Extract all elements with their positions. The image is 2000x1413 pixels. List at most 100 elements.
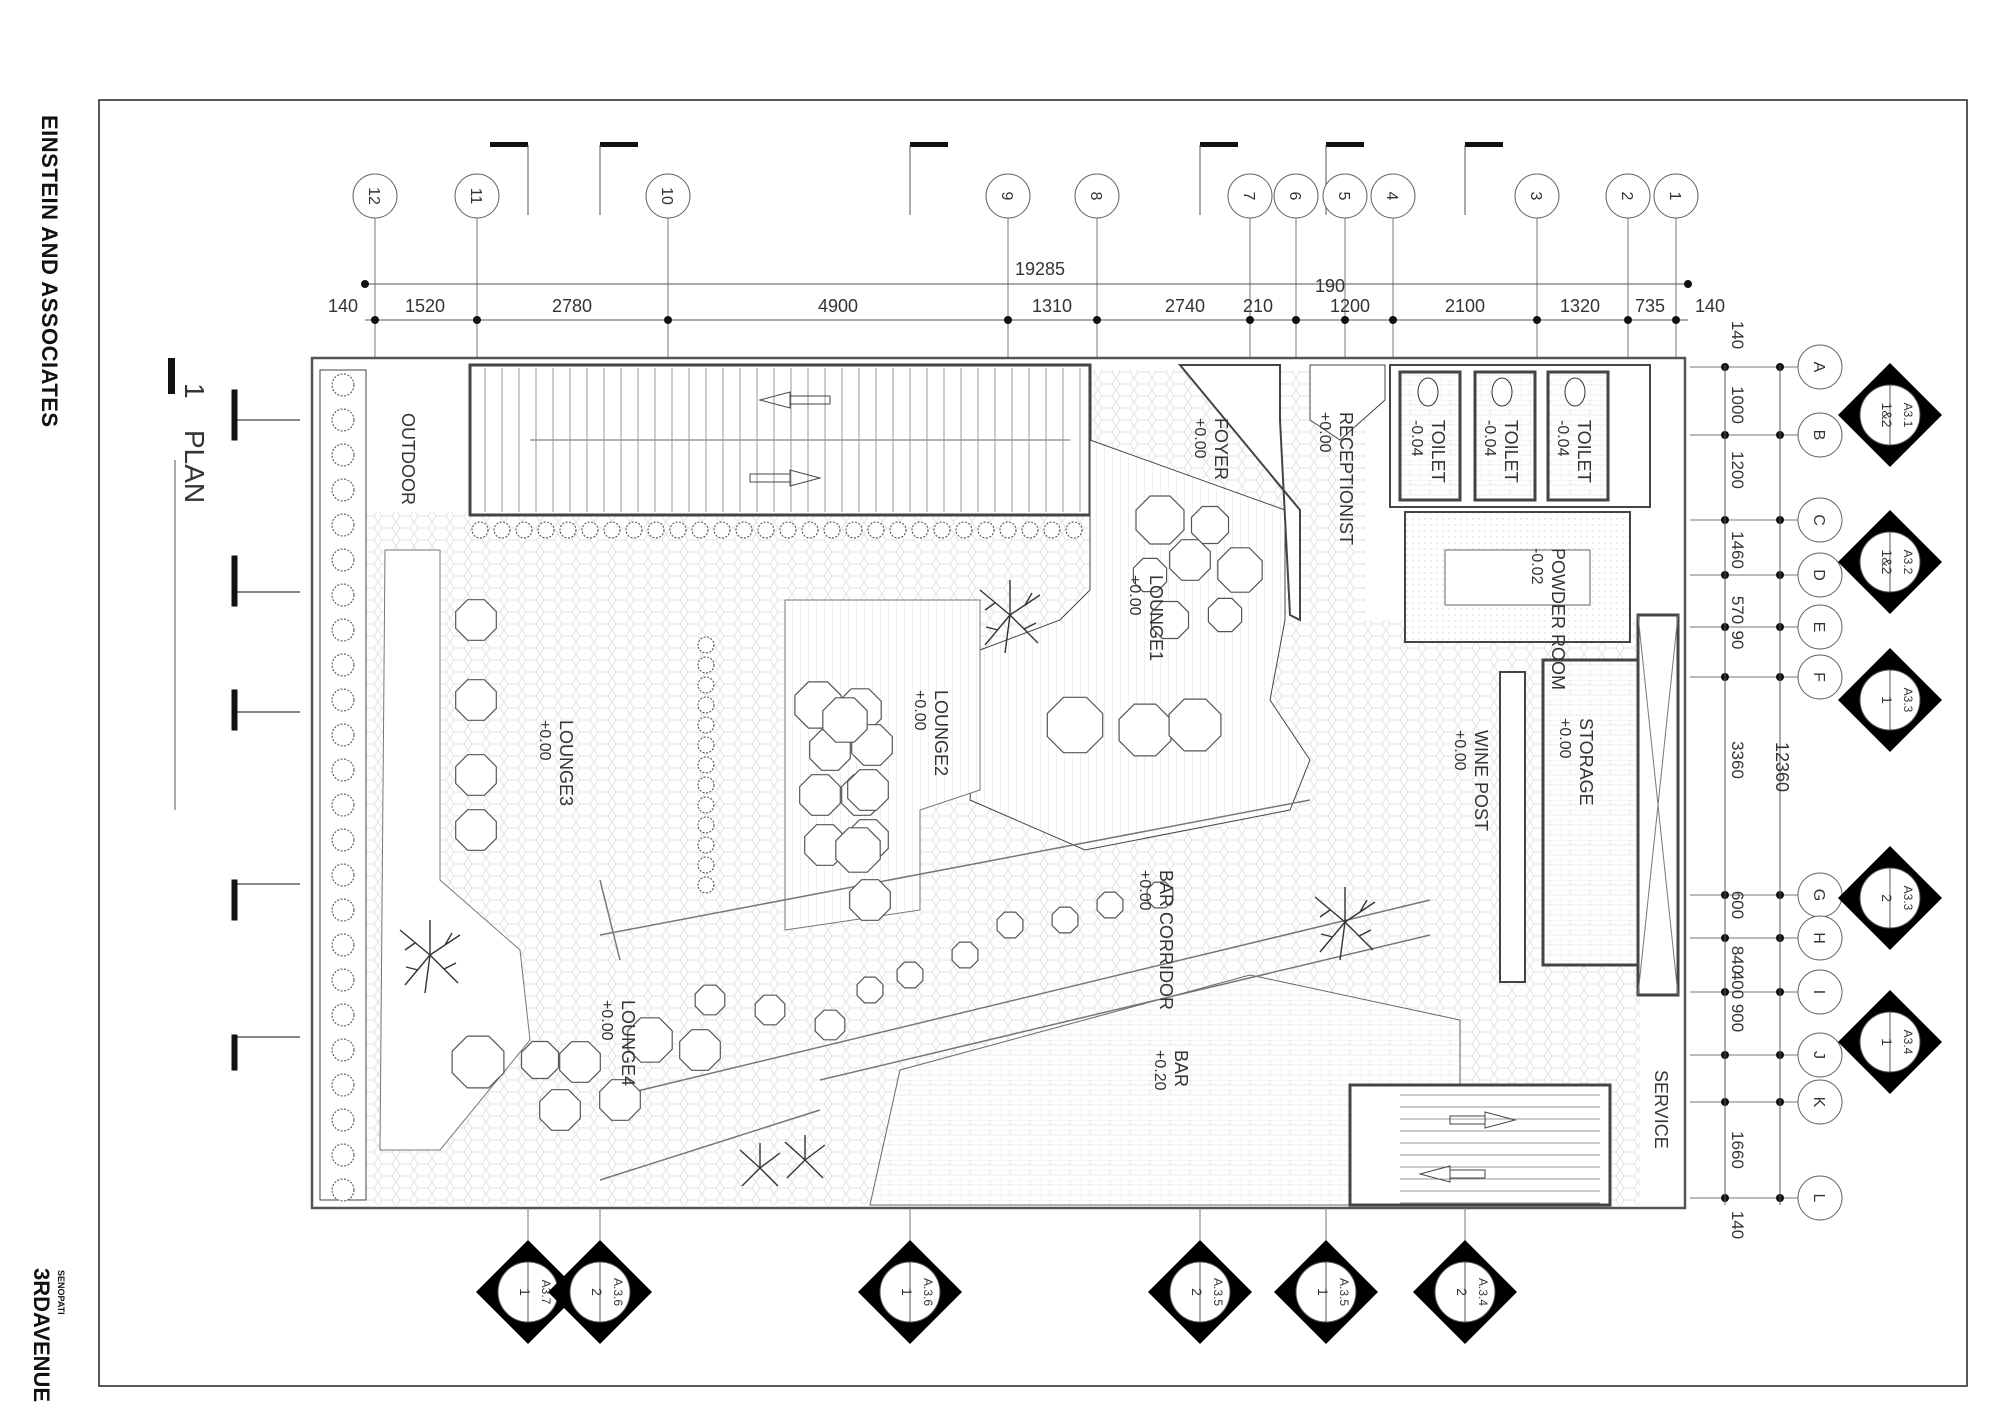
grid-column-label: 12 [365, 187, 382, 205]
shrub [697, 816, 715, 834]
room-level: -0.04 [1554, 420, 1571, 457]
shrub [647, 521, 665, 539]
room-wine-post: WINE POST+0.00 [1451, 730, 1491, 831]
plan-number: 1 [179, 383, 210, 399]
marker-sheet: A.3.5 [1211, 1278, 1225, 1306]
grid-row-K: K [1690, 1079, 1843, 1125]
table [1207, 597, 1243, 633]
dim-right: 1460 [1728, 531, 1747, 569]
grid-column-12: 12 [352, 173, 398, 358]
grid-column-label: 4 [1383, 192, 1400, 201]
left-section-ticks [231, 389, 300, 1071]
grid-column-label: 3 [1527, 192, 1544, 201]
marker-number: 2 [1454, 1288, 1470, 1296]
grid-row-label: D [1810, 569, 1827, 581]
table [1046, 696, 1104, 754]
marker-number: 1 [1879, 1038, 1895, 1046]
marker-sheet: A.3.6 [921, 1278, 935, 1306]
table [455, 754, 497, 796]
shrub [331, 898, 355, 922]
shrub [1021, 521, 1039, 539]
marker-number: 1 [899, 1288, 915, 1296]
dim-right: 3360 [1728, 741, 1747, 779]
shrub [845, 521, 863, 539]
grid-row-H: H [1690, 915, 1843, 961]
grid-row-label: L [1810, 1194, 1827, 1203]
grid-row-F: F [1690, 654, 1843, 700]
room-name: BAR CORRIDOR [1156, 870, 1176, 1010]
shrub [697, 796, 715, 814]
shrub [331, 933, 355, 957]
table [1168, 698, 1222, 752]
dim-right-total: 12360 [1772, 742, 1792, 792]
table [627, 1017, 673, 1063]
table [951, 941, 979, 969]
shrub [331, 408, 355, 432]
room-level: -0.02 [1528, 548, 1545, 585]
dim-top: 140 [1695, 296, 1725, 316]
grid-column-4: 4 [1370, 173, 1416, 358]
grid-row-G: G [1690, 872, 1843, 918]
shrub [1065, 521, 1083, 539]
dim-right: 140 [1728, 1211, 1747, 1239]
dim-top: 1520 [405, 296, 445, 316]
room-lounge3: LOUNGE3+0.00 [536, 720, 576, 806]
brand-sub: SENOPATI [56, 1270, 66, 1315]
shrub [331, 1073, 355, 1097]
shrub [697, 836, 715, 854]
marker-sheet: A3.1 [1901, 403, 1915, 428]
shrub [697, 696, 715, 714]
marker-sheet: A.3.6 [611, 1278, 625, 1306]
shrub [697, 636, 715, 654]
grid-column-7: 7 [1227, 173, 1273, 358]
table [539, 1089, 581, 1131]
room-name: RECEPTIONIST [1336, 412, 1356, 545]
table [896, 961, 924, 989]
grid-row-label: I [1810, 990, 1827, 994]
shrub [331, 1003, 355, 1027]
shrub [331, 618, 355, 642]
room-name: OUTDOOR [398, 413, 418, 505]
marker-number: 2 [1879, 894, 1895, 902]
section-marker: 1 A.3.6 [858, 1240, 962, 1344]
dim-top: 1310 [1032, 296, 1072, 316]
table [754, 994, 786, 1026]
room-name: SERVICE [1651, 1070, 1671, 1149]
shrub [955, 521, 973, 539]
grid-column-1: 1 [1653, 173, 1699, 358]
table [804, 824, 846, 866]
firm-name: EINSTEIN AND ASSOCIATES [37, 115, 62, 428]
brand-logo: 3RDAVENUE [29, 1268, 54, 1403]
shrub [867, 521, 885, 539]
shrub [471, 521, 489, 539]
marker-sheet: A.3.5 [1337, 1278, 1351, 1306]
shrub [331, 863, 355, 887]
shrub [331, 793, 355, 817]
room-lounge4: LOUNGE4+0.00 [598, 1000, 638, 1086]
marker-number: 1 [517, 1288, 533, 1296]
table [1150, 600, 1190, 640]
shrub [331, 583, 355, 607]
grid-row-C: C [1690, 497, 1843, 543]
grid-column-2: 2 [1605, 173, 1651, 358]
grid-column-label: 5 [1335, 192, 1352, 201]
shrub [331, 548, 355, 572]
shrub [331, 1108, 355, 1132]
shrub [757, 521, 775, 539]
dim-right: 1000 [1728, 386, 1747, 424]
dim-top: 210 [1243, 296, 1273, 316]
room-bar: BAR+0.20 [1151, 1050, 1191, 1091]
table [1169, 539, 1211, 581]
shrub [889, 521, 907, 539]
grid-column-label: 11 [467, 188, 484, 205]
shrub [331, 1038, 355, 1062]
toilet-block [1389, 364, 1651, 643]
room-level: +0.20 [1151, 1050, 1168, 1091]
room-service: SERVICE [1651, 1070, 1671, 1149]
